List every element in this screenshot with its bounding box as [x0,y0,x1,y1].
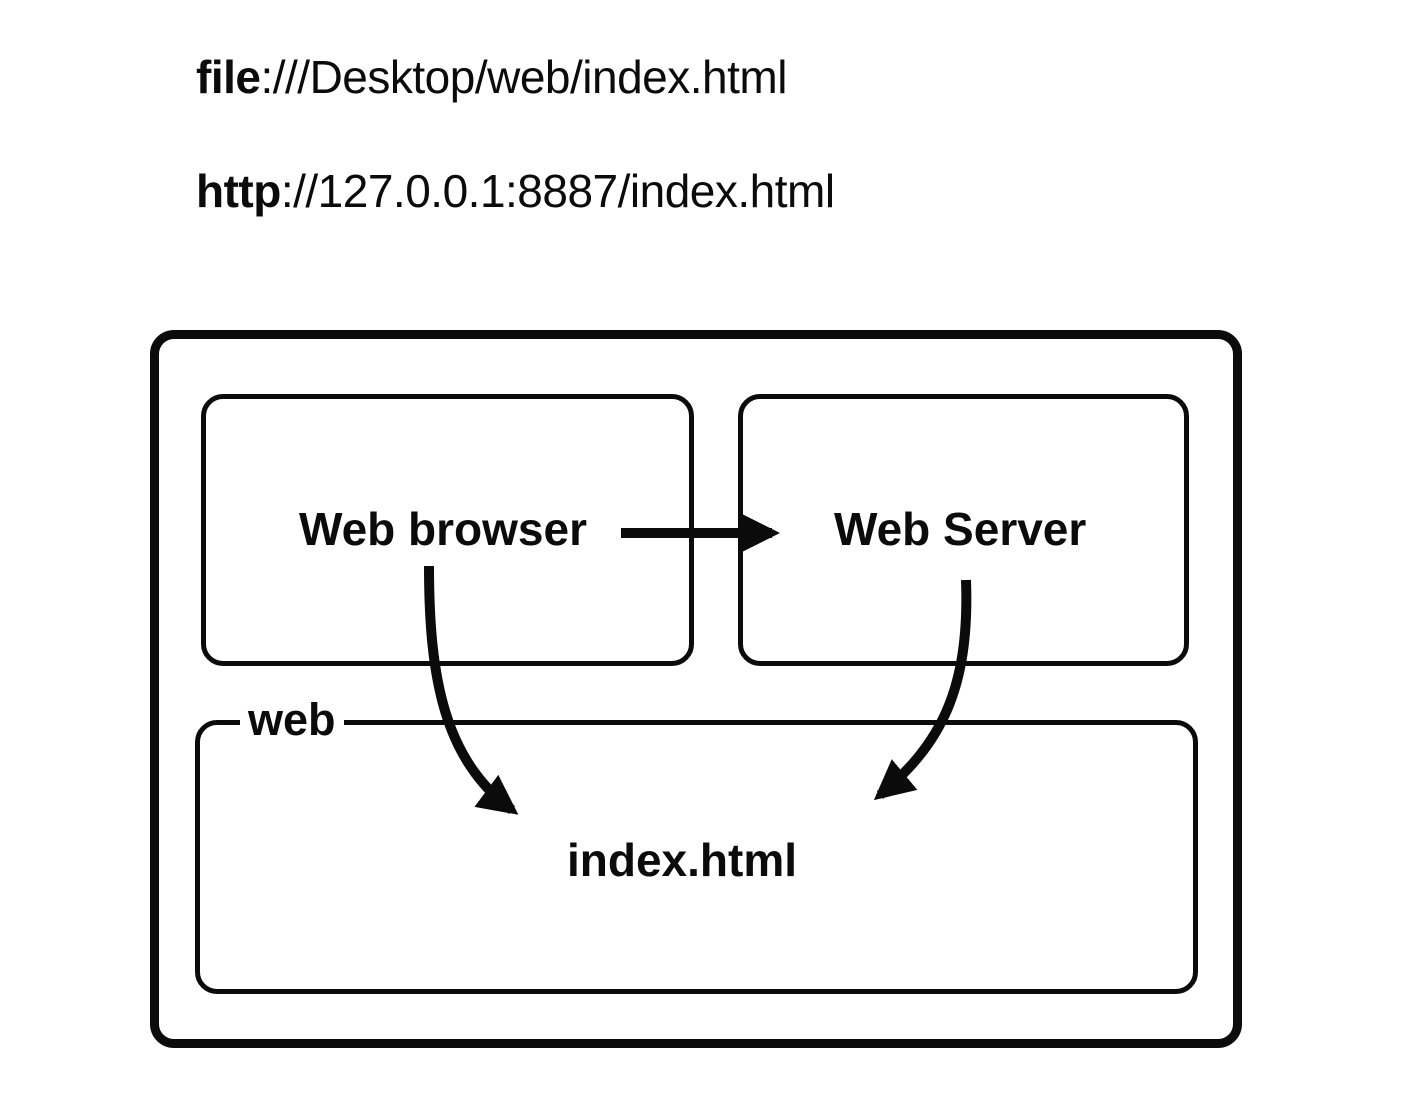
file-url-scheme: file [196,51,261,103]
computer-frame [150,330,1242,1048]
http-url-line: http://127.0.0.1:8887/index.html [196,168,835,214]
file-url-line: file:///Desktop/web/index.html [196,54,787,100]
web-folder-box [195,720,1198,994]
web-folder-label: web [240,697,344,742]
index-file-label: index.html [567,834,798,886]
web-server-label: Web Server [834,503,1087,555]
web-browser-label: Web browser [299,503,587,555]
http-url-scheme: http [196,165,281,217]
http-url-path: ://127.0.0.1:8887/index.html [280,165,835,217]
file-url-path: :///Desktop/web/index.html [260,51,787,103]
